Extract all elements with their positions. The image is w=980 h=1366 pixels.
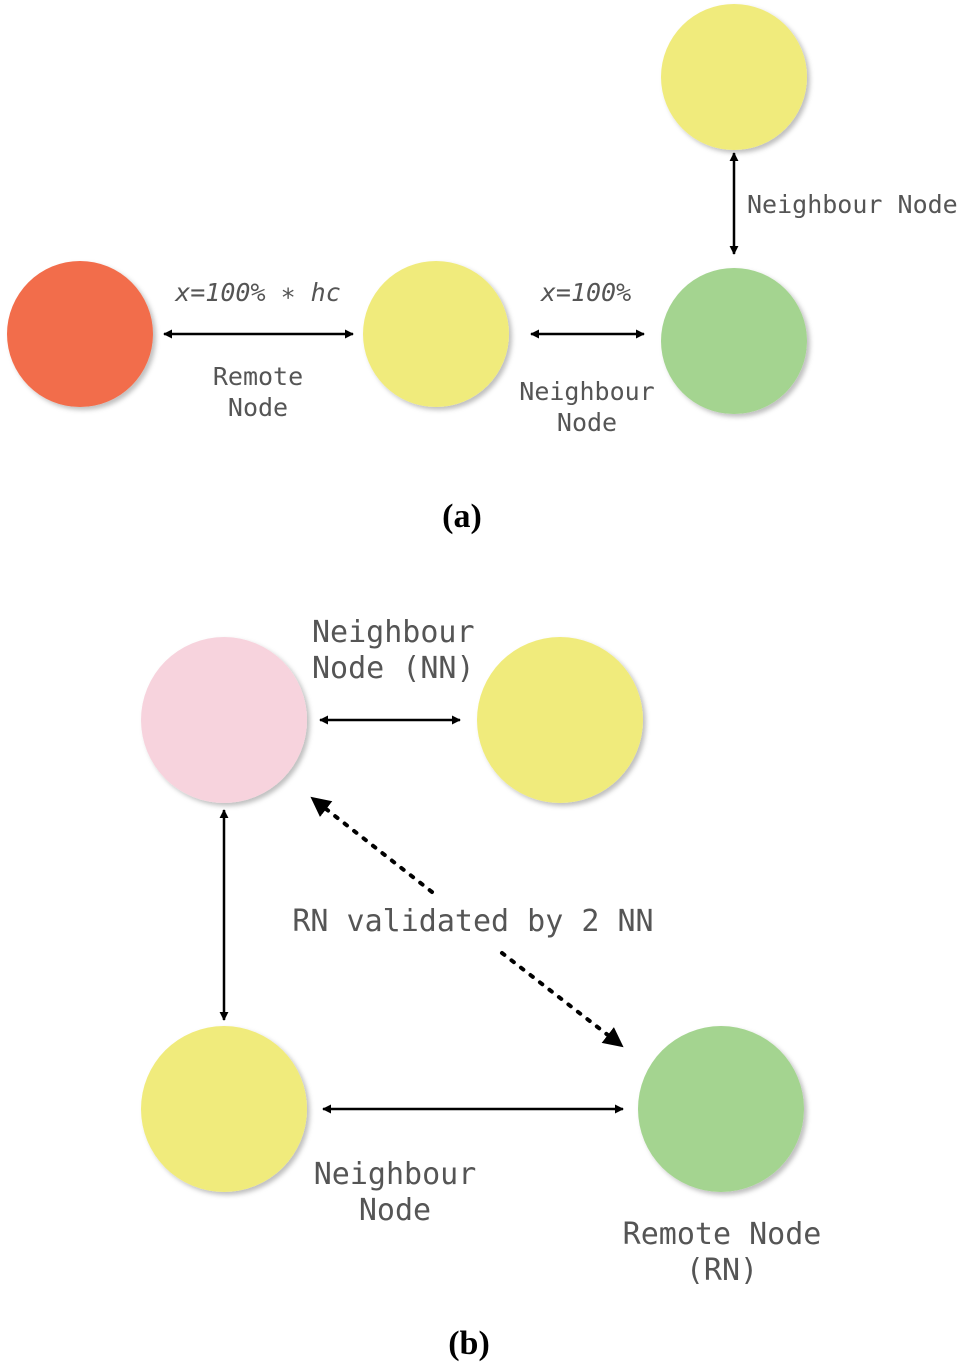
remote-node-red-circle xyxy=(7,261,153,407)
caption-b: (b) xyxy=(448,1325,490,1362)
pink-node-circle xyxy=(141,637,307,803)
label-remote-rn-line1: Remote Node xyxy=(623,1217,822,1252)
label-neighbour-line2: Node xyxy=(557,408,617,437)
label-neighbour-bottom-line2: Node xyxy=(359,1193,431,1228)
label-remote-line1: Remote xyxy=(213,362,303,391)
label-neighbour-bottom-line1: Neighbour xyxy=(314,1157,477,1192)
remote-node-rn-green-circle xyxy=(638,1026,804,1192)
neighbour-node-nn-yellow-circle xyxy=(477,637,643,803)
label-remote-rn-line2: (RN) xyxy=(686,1253,758,1288)
formula-left: x=100% ∗ hc xyxy=(174,278,341,307)
formula-right: x=100% xyxy=(540,278,631,307)
bottom-neighbour-node-yellow-circle xyxy=(141,1026,307,1192)
label-nn-top-line2: Node (NN) xyxy=(312,651,475,686)
label-neighbour-top: Neighbour Node xyxy=(747,190,958,219)
label-nn-top-line1: Neighbour xyxy=(312,615,475,650)
label-remote-line2: Node xyxy=(228,393,288,422)
top-neighbour-node-yellow-circle xyxy=(661,4,807,150)
label-neighbour-line1: Neighbour xyxy=(519,377,654,406)
center-node-green-circle xyxy=(661,268,807,414)
dotted-arrow-upper-segment xyxy=(310,796,434,894)
panel-a: x=100% ∗ hc x=100% Remote Node Neighbour… xyxy=(7,4,958,535)
caption-a: (a) xyxy=(442,498,482,535)
panel-b: Neighbour Node (NN) RN validated by 2 NN… xyxy=(141,615,821,1362)
neighbour-node-yellow-circle xyxy=(363,261,509,407)
dotted-arrow-lower-segment xyxy=(500,951,624,1048)
label-validated: RN validated by 2 NN xyxy=(292,904,653,939)
